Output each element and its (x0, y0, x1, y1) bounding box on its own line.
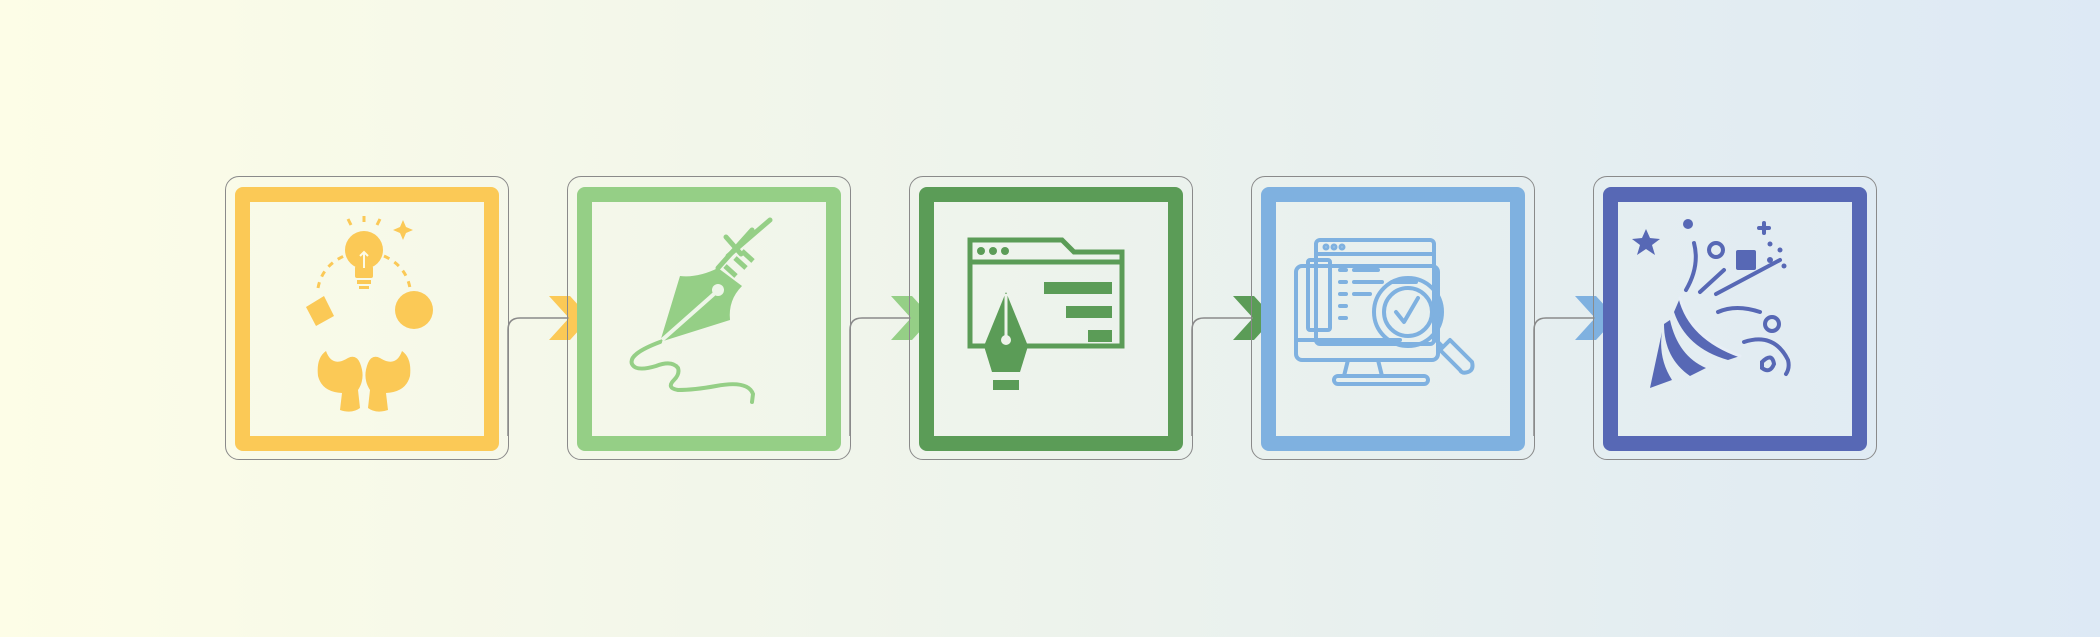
step-frame (1261, 187, 1525, 451)
step-frame (577, 187, 841, 451)
step-outline (1251, 176, 1535, 460)
step-frame (1603, 187, 1867, 451)
idea-hands-icon (306, 216, 433, 412)
step-outline (1593, 176, 1877, 460)
step-3 (909, 176, 1193, 460)
step-outline (225, 176, 509, 460)
step-5 (1593, 176, 1877, 460)
step-outline (909, 176, 1193, 460)
step-1 (225, 176, 509, 460)
party-popper-celebration-icon (1632, 219, 1791, 388)
monitor-review-magnifier-icon (1294, 238, 1475, 386)
step-4 (1251, 176, 1535, 460)
step-2 (567, 176, 851, 460)
pen-nib-signature-icon (629, 217, 773, 404)
design-window-pen-icon (967, 237, 1125, 390)
step-outline (567, 176, 851, 460)
step-frame (235, 187, 499, 451)
step-frame (919, 187, 1183, 451)
